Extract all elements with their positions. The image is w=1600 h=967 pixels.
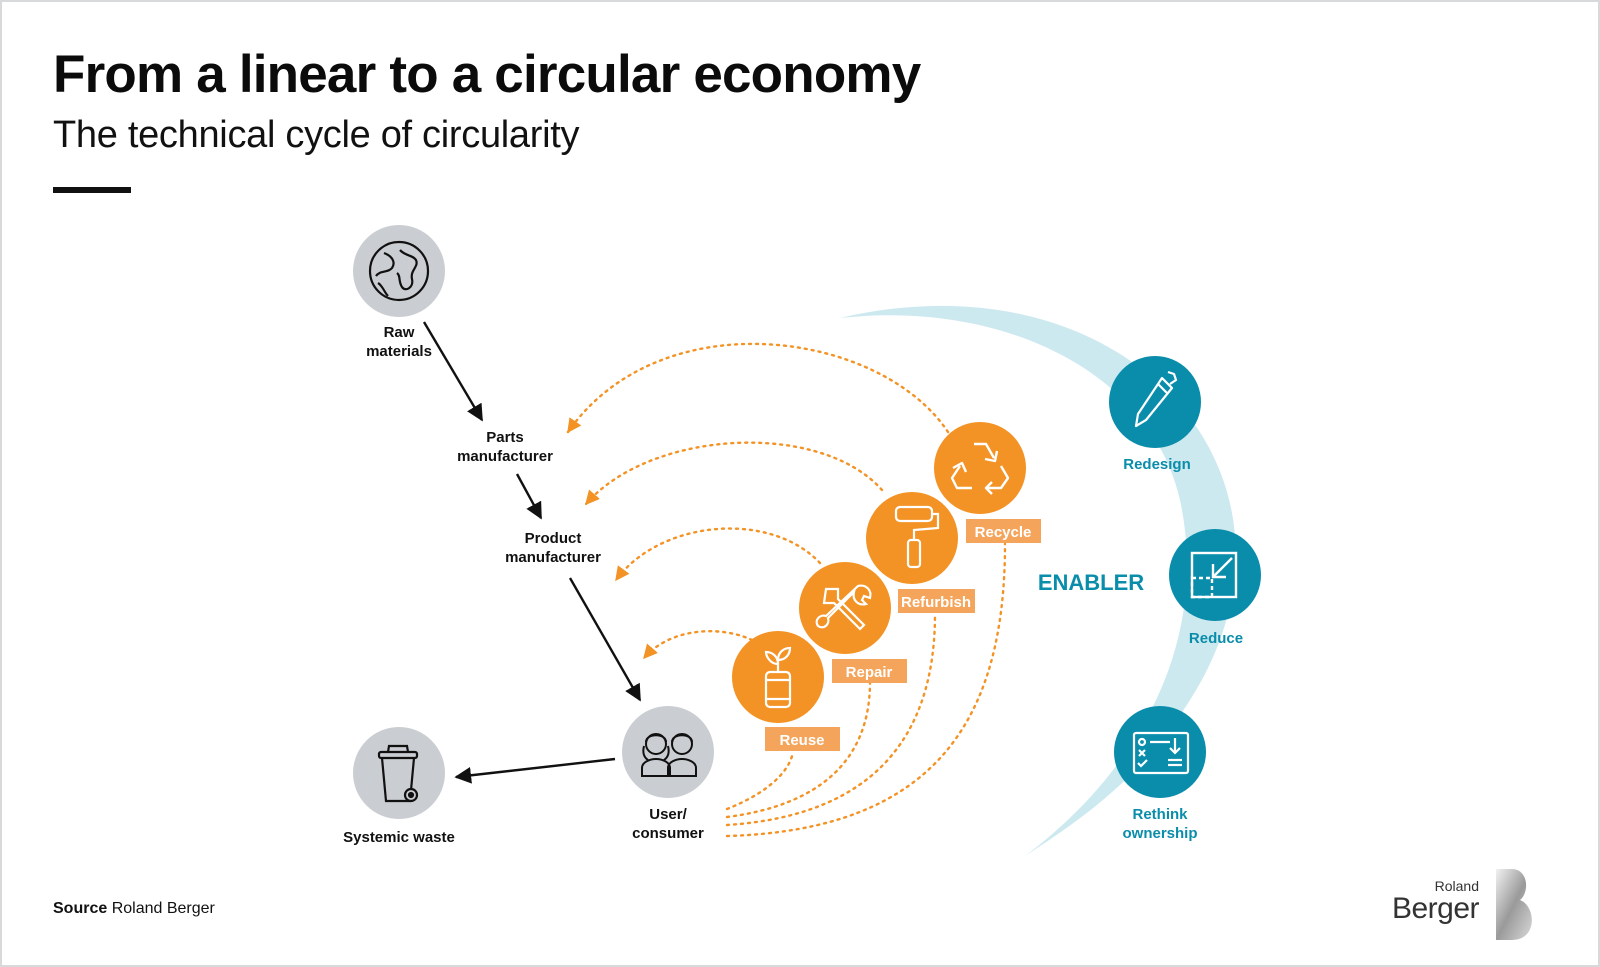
- recycle-icon: [950, 442, 1010, 495]
- roland-berger-logo: Roland Berger: [1391, 866, 1555, 946]
- redesign-label: Redesign: [1123, 456, 1191, 473]
- redesign-node: [1109, 356, 1201, 448]
- reuse-label: Reuse: [779, 732, 824, 749]
- checklist-board-icon: [1132, 731, 1190, 775]
- tail-user-to-repair: [725, 680, 872, 819]
- raw-materials-node: [353, 225, 445, 317]
- reduce-node: [1169, 529, 1261, 621]
- tail-user-to-recycle: [725, 542, 1007, 838]
- page-title: From a linear to a circular economy: [53, 45, 921, 104]
- loop-repair-to-product-lower: [614, 527, 822, 582]
- paint-roller-icon: [894, 505, 940, 569]
- enabler-label: ENABLER: [1038, 570, 1144, 595]
- repair-label-box: [832, 659, 907, 683]
- arrow-raw-to-parts: [422, 321, 484, 422]
- wrench-screwdriver-icon: [815, 584, 872, 631]
- loop-recycle-to-parts: [566, 342, 950, 434]
- rethink-ownership-node: [1114, 706, 1206, 798]
- arrow-product-to-user: [568, 577, 642, 702]
- source-prefix: Source: [53, 900, 108, 917]
- arrow-parts-to-product: [515, 473, 543, 520]
- globe-icon: [368, 240, 430, 302]
- trash-bin-icon: [377, 744, 419, 803]
- loop-refurbish-to-product: [584, 441, 884, 506]
- systemic-waste-node: [353, 727, 445, 819]
- repair-label: Repair: [846, 664, 893, 681]
- source-text: Roland Berger: [111, 900, 215, 917]
- logo-line-1: Roland: [1434, 878, 1479, 894]
- tail-user-to-reuse: [725, 750, 795, 811]
- pen-icon: [1134, 370, 1178, 428]
- arrow-user-to-waste: [454, 757, 616, 784]
- source-note: Source Roland Berger: [53, 900, 215, 918]
- logo-line-2: Berger: [1391, 892, 1480, 925]
- refurbish-label: Refurbish: [901, 594, 971, 611]
- refurbish-node: [866, 492, 958, 584]
- page-subtitle: The technical cycle of circularity: [53, 114, 580, 156]
- refurbish-label-box: [898, 589, 975, 613]
- user-consumer-label: User/consumer: [632, 806, 704, 842]
- reuse-label-box: [765, 727, 840, 751]
- title-underline: [53, 187, 131, 193]
- can-sprout-icon: [764, 646, 792, 709]
- recycle-label: Recycle: [975, 524, 1032, 541]
- reuse-node: [732, 631, 824, 723]
- people-icon: [641, 733, 697, 777]
- shrink-arrow-icon: [1190, 551, 1238, 599]
- reduce-label: Reduce: [1189, 630, 1243, 647]
- user-consumer-node: [622, 706, 714, 798]
- tail-user-to-refurbish: [725, 612, 937, 827]
- loop-reuse-to-user: [642, 630, 754, 660]
- systemic-waste-label: Systemic waste: [343, 829, 455, 846]
- recycle-node: [934, 422, 1026, 514]
- roland-berger-logo-mark: [1496, 869, 1532, 940]
- repair-node: [799, 562, 891, 654]
- recycle-label-box: [966, 519, 1041, 543]
